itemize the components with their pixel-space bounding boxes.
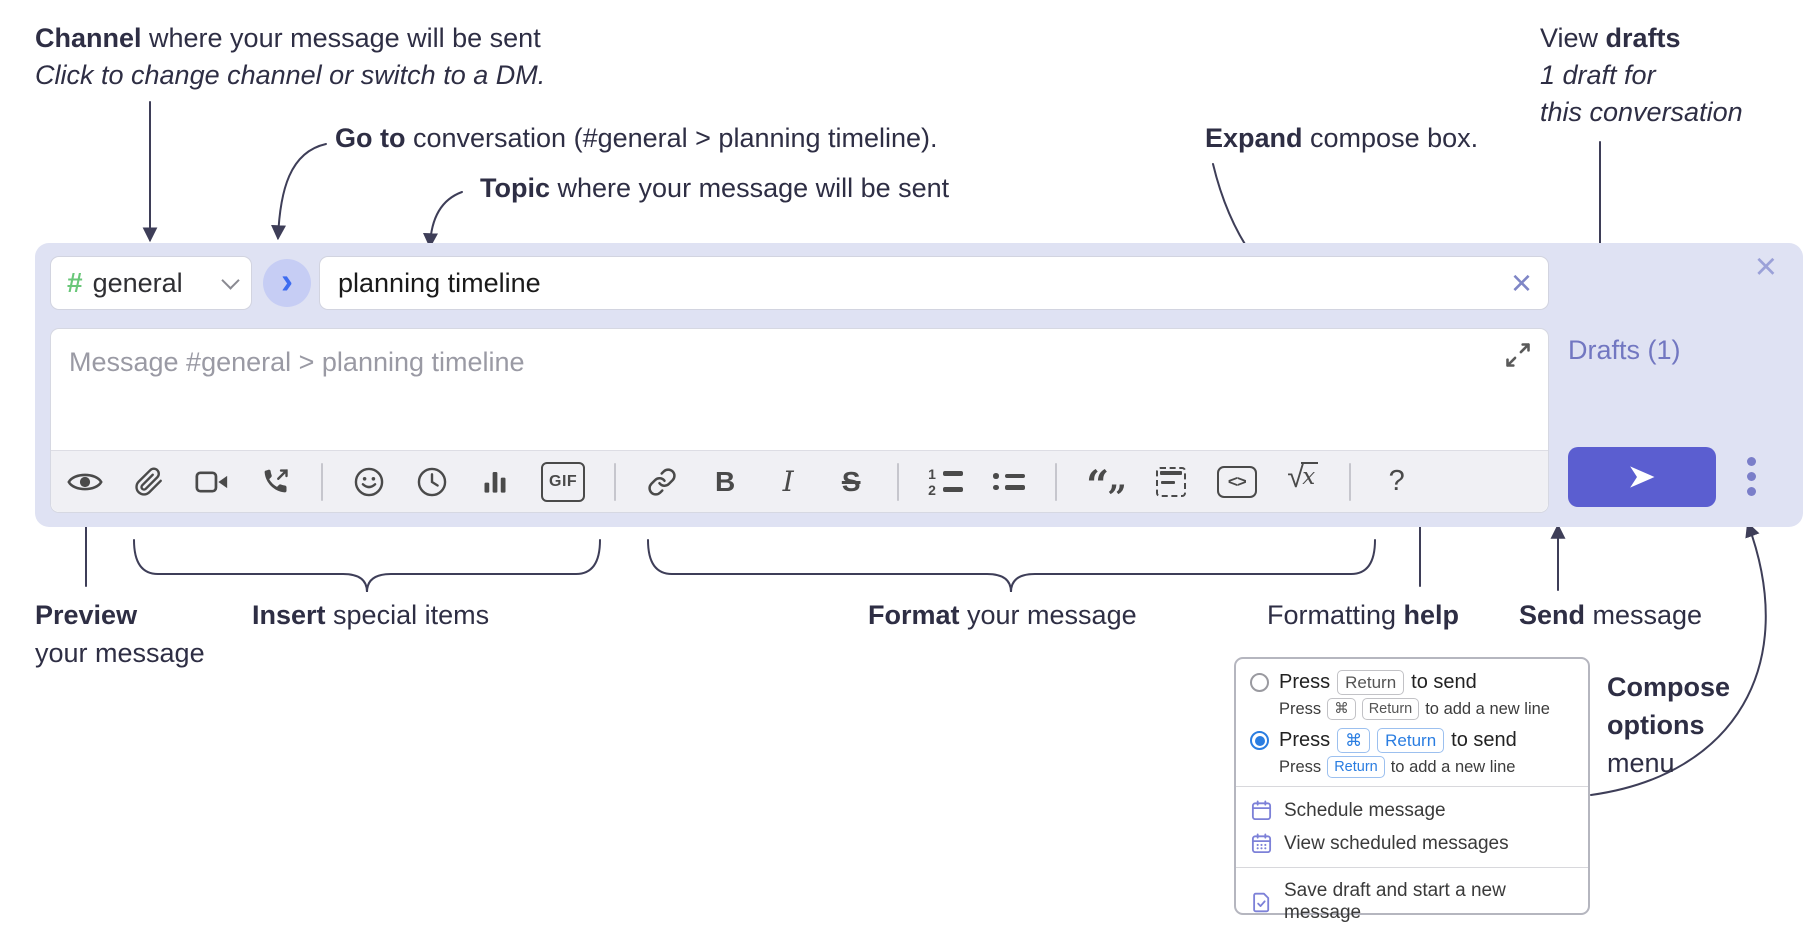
compose-box: # general › planning timeline × × Messag… bbox=[35, 243, 1803, 527]
toolbar-divider bbox=[614, 462, 617, 501]
key-return: Return bbox=[1327, 756, 1385, 778]
key-return: Return bbox=[1337, 670, 1405, 695]
expand-compose-icon[interactable] bbox=[1504, 341, 1532, 369]
option-return-to-send[interactable]: Press Return to send bbox=[1250, 670, 1574, 695]
line-topic bbox=[422, 191, 463, 249]
send-icon bbox=[1630, 466, 1655, 488]
toolbar-divider bbox=[1348, 462, 1351, 501]
preview-icon[interactable] bbox=[67, 462, 103, 502]
close-compose-icon[interactable]: × bbox=[1754, 246, 1777, 288]
compose-toolbar: GIF B I S 1 2 bbox=[51, 450, 1548, 518]
radio-selected-icon[interactable] bbox=[1250, 731, 1269, 750]
chevron-down-icon bbox=[221, 270, 240, 290]
channel-hash-icon: # bbox=[67, 267, 83, 298]
poll-icon[interactable] bbox=[478, 462, 512, 502]
label-formatting-help: Formatting help bbox=[1267, 600, 1460, 630]
line-goto bbox=[271, 143, 327, 241]
brace-format bbox=[647, 539, 1376, 593]
radio-unselected-icon[interactable] bbox=[1250, 673, 1269, 692]
bold-icon[interactable]: B bbox=[715, 465, 736, 497]
channel-selector[interactable]: # general bbox=[50, 256, 252, 310]
math-icon[interactable]: √x bbox=[1286, 461, 1320, 502]
emoji-icon[interactable] bbox=[352, 462, 386, 502]
gif-icon[interactable]: GIF bbox=[541, 461, 586, 502]
schedule-icon bbox=[1251, 800, 1272, 821]
label-format: Format your message bbox=[868, 600, 1137, 630]
annotation-channel: Channel where your message will be sent … bbox=[35, 23, 546, 90]
time-icon[interactable] bbox=[415, 462, 449, 502]
compose-options-menu: Press Return to send Press ⌘ Return to a… bbox=[1234, 657, 1590, 923]
key-cmd: ⌘ bbox=[1337, 728, 1371, 753]
toolbar-divider bbox=[321, 462, 323, 501]
code-icon[interactable]: <> bbox=[1216, 465, 1257, 498]
chevron-right-icon: › bbox=[281, 259, 293, 301]
scheduled-list-icon bbox=[1251, 833, 1272, 854]
message-formatting-help-icon[interactable]: ? bbox=[1388, 465, 1405, 497]
label-compose-options: Compose options menu bbox=[1607, 672, 1731, 778]
menu-divider bbox=[1236, 786, 1588, 787]
compose-options-icon[interactable] bbox=[1747, 457, 1756, 496]
menu-item-view-scheduled[interactable]: View scheduled messages bbox=[1250, 827, 1574, 860]
italic-icon[interactable]: I bbox=[782, 465, 794, 498]
drafts-link[interactable]: Drafts (1) bbox=[1568, 335, 1681, 365]
annotation-topic: Topic where your message will be sent bbox=[480, 173, 950, 203]
video-call-icon[interactable] bbox=[195, 462, 229, 502]
bulleted-list-icon[interactable] bbox=[992, 462, 1026, 502]
clear-topic-icon[interactable]: × bbox=[1510, 262, 1532, 303]
voice-call-icon[interactable] bbox=[258, 462, 292, 502]
menu-divider bbox=[1236, 867, 1588, 868]
quote-icon[interactable]: “” bbox=[1086, 461, 1127, 518]
link-icon[interactable] bbox=[645, 462, 679, 502]
send-button[interactable] bbox=[1568, 447, 1716, 507]
annotation-view-drafts: View drafts 1 draft for this conversatio… bbox=[1540, 23, 1743, 127]
attach-file-icon[interactable] bbox=[132, 462, 166, 502]
option-cmd-return-subtext: Press Return to add a new line bbox=[1279, 756, 1574, 778]
toolbar-divider bbox=[897, 462, 900, 501]
topic-value: planning timeline bbox=[338, 267, 541, 298]
label-send: Send message bbox=[1519, 600, 1703, 630]
label-insert: Insert special items bbox=[252, 600, 490, 630]
message-placeholder: Message #general > planning timeline bbox=[69, 347, 525, 377]
key-return: Return bbox=[1361, 698, 1420, 720]
spoiler-icon[interactable] bbox=[1154, 462, 1188, 502]
numbered-list-icon[interactable]: 1 2 bbox=[928, 462, 964, 502]
message-area[interactable]: Message #general > planning timeline bbox=[50, 328, 1549, 518]
option-return-subtext: Press ⌘ Return to add a new line bbox=[1279, 698, 1574, 720]
annotation-expand: Expand compose box. bbox=[1205, 123, 1479, 153]
menu-item-save-draft[interactable]: Save draft and start a new message bbox=[1250, 875, 1574, 929]
toolbar-divider bbox=[1055, 462, 1058, 501]
key-return: Return bbox=[1377, 728, 1445, 753]
save-draft-icon bbox=[1253, 892, 1270, 912]
label-preview: Preview your message bbox=[35, 600, 205, 668]
strikethrough-icon[interactable]: S bbox=[841, 465, 861, 497]
topic-input[interactable]: planning timeline × bbox=[319, 256, 1549, 310]
go-to-conversation-button[interactable]: › bbox=[263, 259, 311, 307]
brace-insert bbox=[133, 539, 601, 593]
channel-name: general bbox=[92, 267, 183, 298]
annotation-goto: Go to conversation (#general > planning … bbox=[335, 123, 938, 153]
key-cmd: ⌘ bbox=[1327, 698, 1356, 720]
menu-item-schedule-message[interactable]: Schedule message bbox=[1250, 794, 1574, 827]
option-cmd-return-to-send[interactable]: Press ⌘ Return to send bbox=[1250, 728, 1574, 753]
